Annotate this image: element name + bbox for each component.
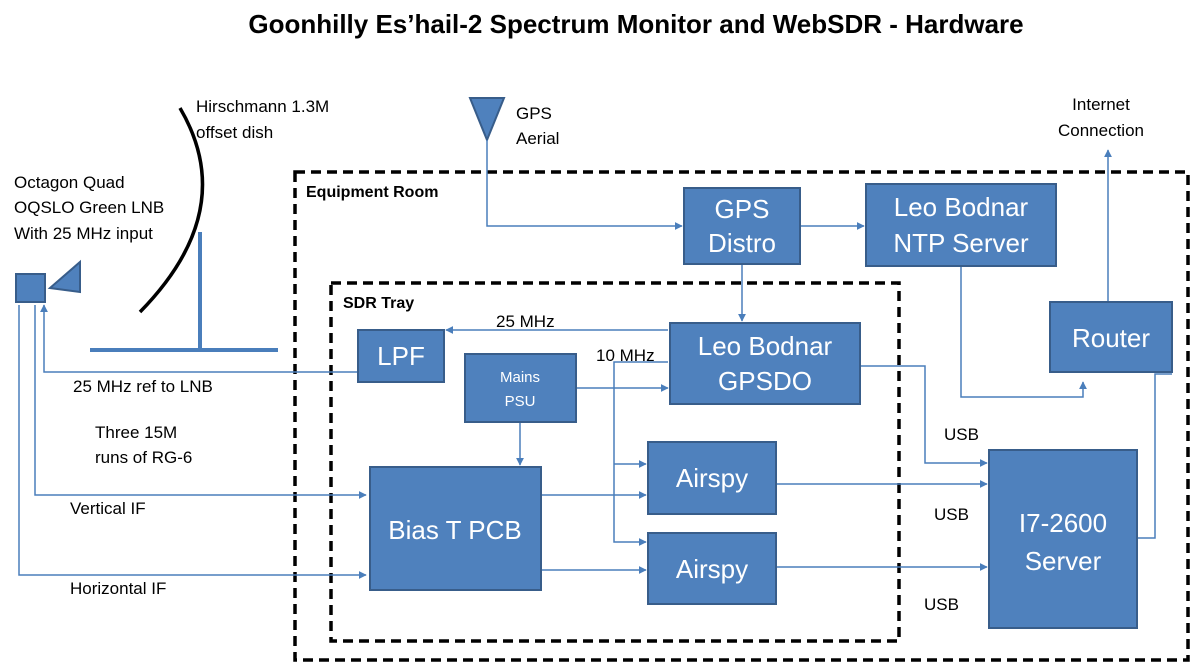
sdr-tray-label: SDR Tray <box>343 295 414 312</box>
router-box[interactable]: Router <box>1049 301 1173 373</box>
sdr-tray-outline <box>329 281 901 643</box>
horizontal-if-label: Horizontal IF <box>70 579 166 598</box>
dish-reflector <box>138 107 205 314</box>
gps-distro-line1: GPS <box>715 194 770 224</box>
bias-t-pcb-box[interactable]: Bias T PCB <box>369 466 542 591</box>
server-line1: I7-2600 <box>1019 508 1107 538</box>
lnb-body <box>15 273 46 303</box>
wire-server-to-router <box>1137 373 1172 539</box>
cable-runs-label-line2: runs of RG-6 <box>95 448 192 467</box>
usb-label-2: USB <box>934 505 969 524</box>
link-label-10mhz: 10 MHz <box>596 346 655 365</box>
gps-aerial-label-line1: GPS <box>516 104 552 123</box>
gps-aerial-label-line2: Aerial <box>516 129 559 148</box>
lnb-label-line2: OQSLO Green LNB <box>14 198 164 217</box>
gps-aerial-icon <box>468 97 506 143</box>
airspy-2-label: Airspy <box>676 554 748 584</box>
wire-gpsdo-usb-to-server <box>860 365 988 467</box>
lpf-box[interactable]: LPF <box>357 329 445 383</box>
cable-runs-label-line1: Three 15M <box>95 423 177 442</box>
gps-distro-box[interactable]: GPS Distro <box>683 187 801 265</box>
vertical-if-label: Vertical IF <box>70 499 146 518</box>
lnb-label-line1: Octagon Quad <box>14 173 125 192</box>
mains-psu-line2: PSU <box>505 393 536 410</box>
mains-psu-line1: Mains <box>500 369 540 386</box>
server-box[interactable]: I7-2600 Server <box>988 449 1138 629</box>
ntp-server-box[interactable]: Leo Bodnar NTP Server <box>865 183 1057 267</box>
gpsdo-line1: Leo Bodnar <box>698 331 833 361</box>
wire-horizontal-if <box>18 305 367 579</box>
dish-label-line2: offset dish <box>196 123 273 142</box>
ntp-server-line2: NTP Server <box>893 228 1029 258</box>
wire-10mhz-distribution <box>613 361 668 546</box>
gpsdo-line2: GPSDO <box>718 366 812 396</box>
equipment-room-label: Equipment Room <box>306 184 438 201</box>
gpsdo-box[interactable]: Leo Bodnar GPSDO <box>669 322 861 405</box>
mains-psu-box[interactable]: Mains PSU <box>464 353 577 423</box>
airspy-1-label: Airspy <box>676 463 748 493</box>
server-line2: Server <box>1025 546 1102 576</box>
wire-ntp-to-router <box>960 266 1087 398</box>
internet-label-line2: Connection <box>1058 121 1144 140</box>
wire-lpf-to-lnb <box>40 304 358 373</box>
internet-label-line1: Internet <box>1072 95 1130 114</box>
link-label-25mhz: 25 MHz <box>496 312 555 331</box>
bias-t-pcb-label: Bias T PCB <box>388 515 521 545</box>
ntp-server-line1: Leo Bodnar <box>894 192 1029 222</box>
router-label: Router <box>1072 323 1150 353</box>
airspy-1-box[interactable]: Airspy <box>647 441 777 515</box>
diagram-title: Goonhilly Es’hail-2 Spectrum Monitor and… <box>248 9 1023 39</box>
wire-gps-aerial-to-distro <box>486 140 683 230</box>
dish-label-line1: Hirschmann 1.3M <box>196 97 329 116</box>
lnb-label-line3: With 25 MHz input <box>14 224 153 243</box>
ref-to-lnb-label: 25 MHz ref to LNB <box>73 377 213 396</box>
airspy-2-box[interactable]: Airspy <box>647 532 777 605</box>
lnb-feedhorn <box>47 259 81 294</box>
lpf-label: LPF <box>377 341 425 371</box>
wiring <box>18 140 1172 579</box>
usb-label-3: USB <box>924 595 959 614</box>
usb-label-1: USB <box>944 425 979 444</box>
gps-distro-line2: Distro <box>708 228 776 258</box>
equipment-room-outline <box>293 170 1190 662</box>
wire-vertical-if <box>34 305 367 499</box>
